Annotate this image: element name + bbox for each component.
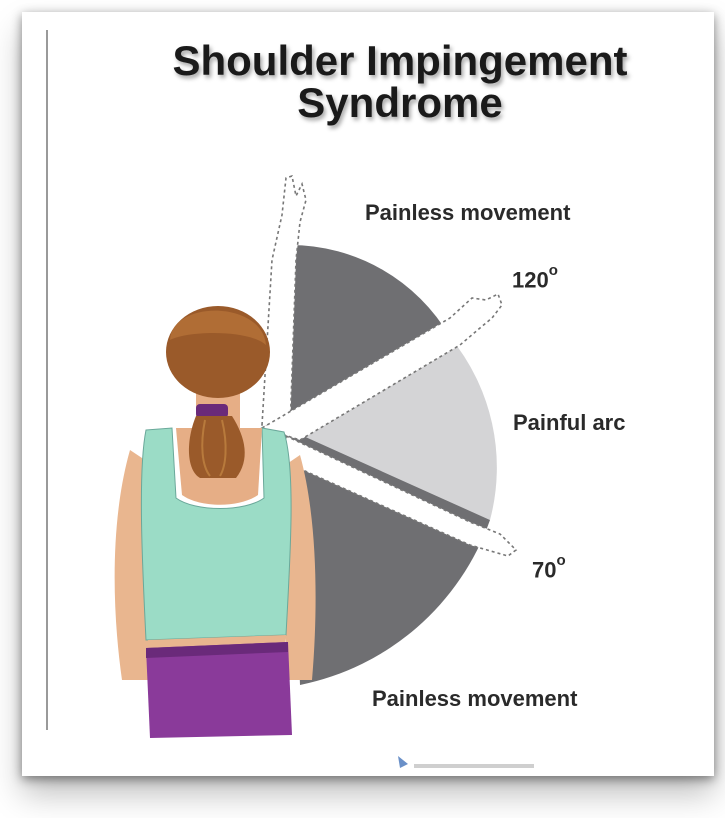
angle-70-value: 70	[532, 557, 556, 582]
label-painless-top: Painless movement	[365, 200, 570, 226]
diagram-title: Shoulder Impingement Syndrome	[110, 40, 690, 124]
label-painless-bottom: Painless movement	[372, 686, 577, 712]
title-line-1: Shoulder Impingement	[110, 40, 690, 82]
degree-symbol: o	[556, 552, 565, 569]
angle-label-120: 120o	[512, 266, 558, 293]
ponytail	[189, 416, 245, 478]
angle-120-value: 120	[512, 267, 549, 292]
title-line-2: Syndrome	[110, 82, 690, 124]
watermark-fragment	[398, 756, 534, 768]
degree-symbol: o	[549, 262, 558, 279]
angle-label-70: 70o	[532, 556, 566, 583]
label-painful-arc: Painful arc	[513, 410, 625, 436]
